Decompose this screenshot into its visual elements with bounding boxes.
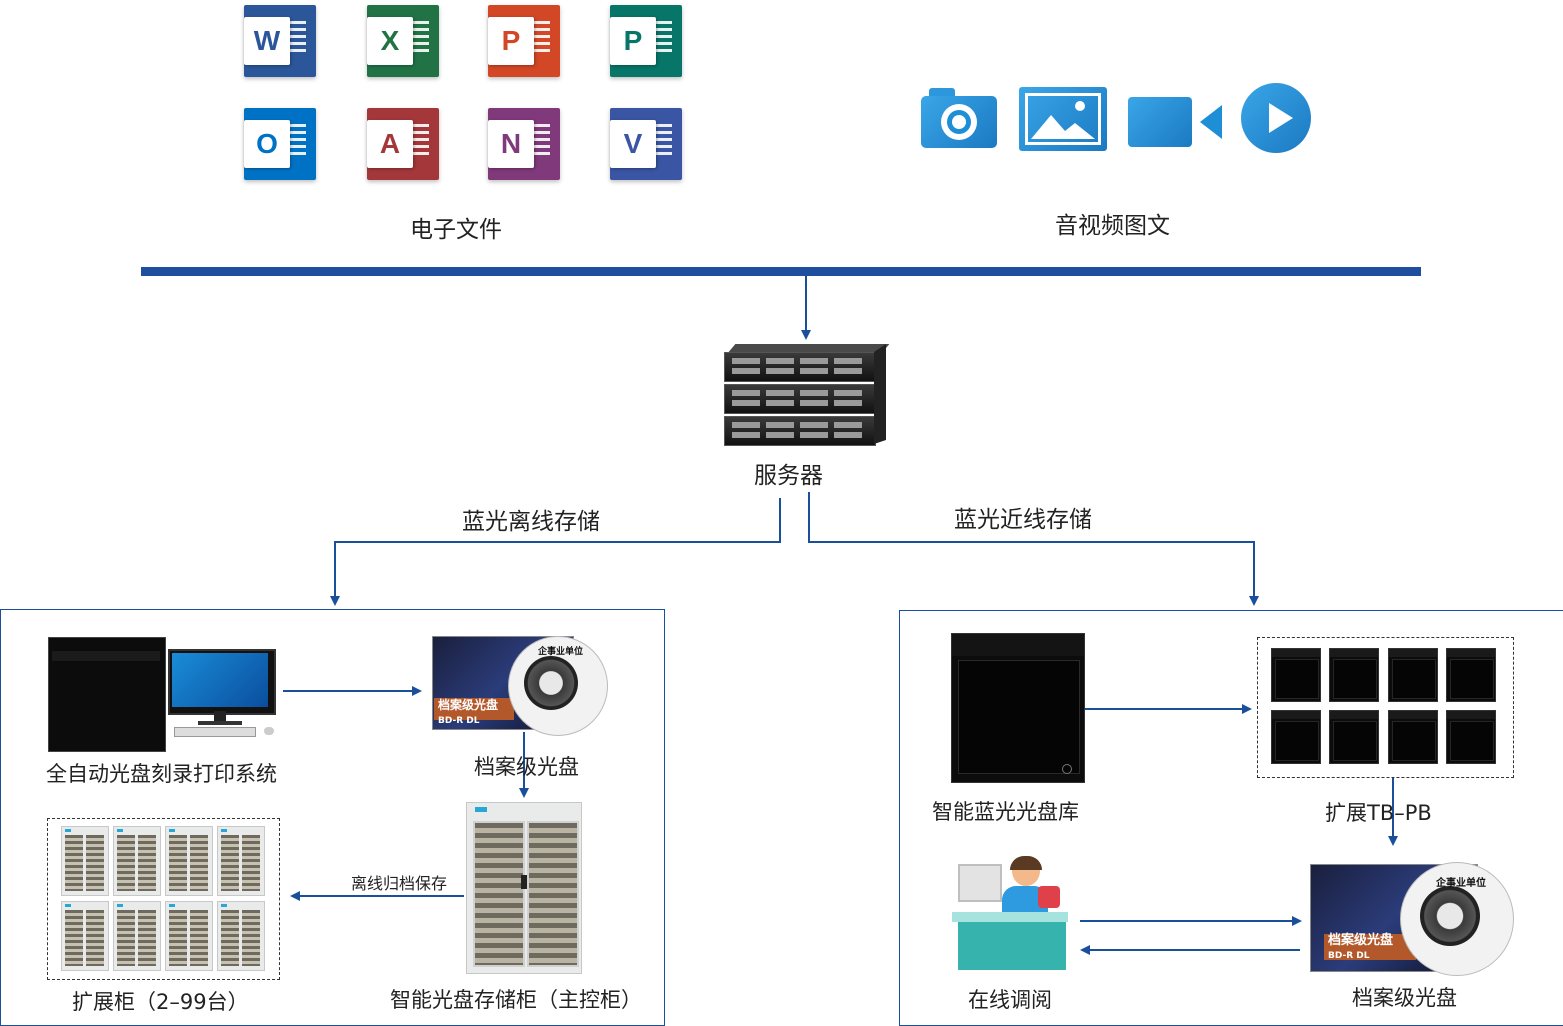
archive-disc-label: 档案级光盘 <box>474 755 579 779</box>
server-rack-icon <box>724 344 890 448</box>
expansion-cabinet <box>113 901 161 971</box>
expansion-library-unit <box>1329 648 1379 702</box>
expansion-cabinets-group <box>47 818 280 980</box>
expansion-library-unit <box>1329 710 1379 764</box>
video-camera-icon <box>1128 97 1224 147</box>
archive-disc-image: 档案级光盘 BD-R DL 企事业单位 <box>432 636 608 736</box>
publisher-icon: P <box>610 5 682 77</box>
access-icon: A <box>367 108 439 180</box>
expansion-cabinet <box>61 826 109 896</box>
archive-disc-label-right: 档案级光盘 <box>1352 986 1457 1010</box>
expansion-tb-pb-group <box>1257 637 1514 778</box>
expansion-cabinet <box>113 826 161 896</box>
optical-library-label: 智能蓝光光盘库 <box>932 800 1079 824</box>
expansion-cabinets-label: 扩展柜（2–99台） <box>72 990 249 1014</box>
online-access-image <box>952 856 1072 970</box>
expansion-cabinet <box>61 901 109 971</box>
word-icon: W <box>244 5 316 77</box>
expansion-library-unit <box>1446 648 1496 702</box>
expansion-cabinet <box>165 826 213 896</box>
camera-icon <box>921 88 997 148</box>
data-bus-line <box>141 267 1421 276</box>
expansion-cabinet <box>217 826 265 896</box>
expansion-library-unit <box>1271 648 1321 702</box>
offline-storage-label: 蓝光离线存储 <box>462 509 600 535</box>
disc-case-sub-right: BD-R DL <box>1328 951 1370 961</box>
storage-cabinet-label: 智能光盘存储柜（主控柜） <box>390 988 642 1012</box>
nearline-branch-arrow <box>808 492 1259 606</box>
burner-system-image <box>48 637 282 752</box>
archive-disc-image-right: 档案级光盘 BD-R DL 企事业单位 <box>1310 862 1514 976</box>
electronic-files-label: 电子文件 <box>410 217 502 243</box>
disc-case-sub: BD-R DL <box>438 716 480 726</box>
disc-sticker: 企事业单位 <box>538 647 584 657</box>
image-icon <box>1019 87 1107 151</box>
archive-save-label: 离线归档保存 <box>351 874 448 893</box>
burner-system-label: 全自动光盘刻录打印系统 <box>46 762 277 786</box>
server-label: 服务器 <box>754 463 823 489</box>
expansion-library-unit <box>1388 710 1438 764</box>
expansion-cabinet <box>165 901 213 971</box>
optical-library-image <box>951 633 1085 783</box>
excel-icon: X <box>367 5 439 77</box>
disc-sticker-right: 企事业单位 <box>1436 878 1486 889</box>
visio-icon: V <box>610 108 682 180</box>
nearline-storage-label: 蓝光近线存储 <box>954 507 1092 533</box>
onenote-icon: N <box>488 108 560 180</box>
offline-branch-arrow <box>330 498 781 606</box>
storage-cabinet-image <box>466 802 582 974</box>
powerpoint-icon: P <box>488 5 560 77</box>
disc-case-title-right: 档案级光盘 <box>1328 933 1394 948</box>
expansion-tb-pb-label: 扩展TB–PB <box>1325 801 1432 825</box>
play-icon <box>1241 83 1311 153</box>
expansion-cabinet <box>217 901 265 971</box>
expansion-library-unit <box>1388 648 1438 702</box>
media-label: 音视频图文 <box>1055 213 1170 239</box>
expansion-library-unit <box>1271 710 1321 764</box>
outlook-icon: O <box>244 108 316 180</box>
expansion-library-unit <box>1446 710 1496 764</box>
online-access-label: 在线调阅 <box>968 988 1052 1012</box>
disc-case-title: 档案级光盘 <box>438 698 499 712</box>
